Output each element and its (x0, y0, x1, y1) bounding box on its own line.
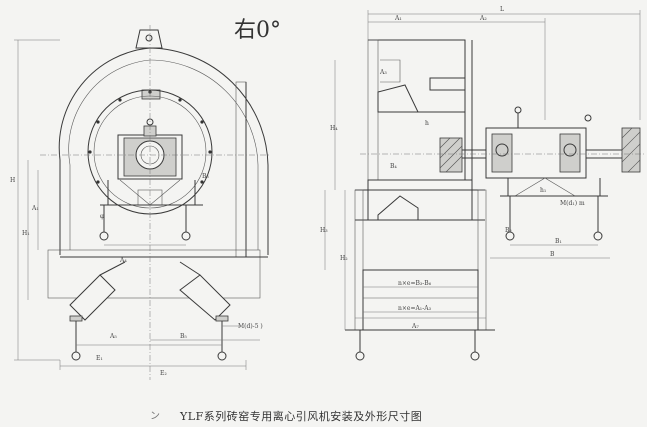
label-B2: B₂ (505, 227, 512, 234)
label-H: H (10, 177, 15, 184)
label-E2: E₂ (160, 370, 167, 377)
label-E1: E₁ (96, 355, 103, 362)
label-h: h (425, 120, 429, 127)
label-n-e-B: n×e=B₃-B₆ (398, 280, 432, 287)
label-B4: B₄ (390, 163, 397, 170)
lifting-lug (135, 29, 163, 49)
label-A1-left: A₁ (31, 205, 39, 212)
label-n-e-A: n×e=A₁-A₃ (398, 305, 432, 312)
label-L: L (500, 6, 504, 13)
caption-mark: ン (150, 411, 160, 422)
label-A7: A₇ (411, 323, 419, 330)
label-A2-top: A₂ (479, 15, 487, 22)
outlet-leg-right (179, 274, 231, 321)
front-view: H H₁ A₁ B₃ φ A₅ B₅ E₁ E₂ M(d)-5 ) A₄ (10, 25, 270, 380)
outlet-leg-left (69, 274, 116, 321)
label-B3: B₃ (202, 173, 209, 180)
label-A5: A₅ (109, 333, 117, 340)
base-frame (362, 269, 479, 331)
label-H2: H₂ (340, 255, 348, 262)
label-phi: φ (100, 213, 104, 220)
label-A4: A₄ (119, 257, 127, 264)
label-B1: B₁ (555, 238, 562, 245)
label-H3: H₃ (320, 227, 328, 234)
label-A3: A₃ (379, 69, 387, 76)
label-B: B (550, 251, 555, 258)
flange-bolt-holes (88, 90, 212, 184)
anchor-bolts-bottom (69, 315, 229, 361)
label-h1: h₁ (540, 187, 546, 194)
bearing-stand (107, 180, 196, 206)
inlet-box (368, 39, 466, 91)
drawing-caption: YLF系列砖窑专用离心引风机安装及外形尺寸图 (180, 410, 423, 423)
label-H1: H₁ (22, 230, 30, 237)
label-A1-top: A₁ (394, 15, 402, 22)
orientation-label: 右0° (234, 18, 281, 43)
hub-section (439, 137, 463, 173)
label-bolt-left: M(d)-5 ) (238, 323, 263, 330)
side-view: L A₁ A₂ (320, 6, 645, 361)
label-B5: B₅ (180, 333, 187, 340)
anchor-bolts-mid (99, 205, 191, 246)
label-bolt-right: M(d₁) m (560, 200, 585, 207)
label-H4: H₄ (330, 125, 338, 132)
